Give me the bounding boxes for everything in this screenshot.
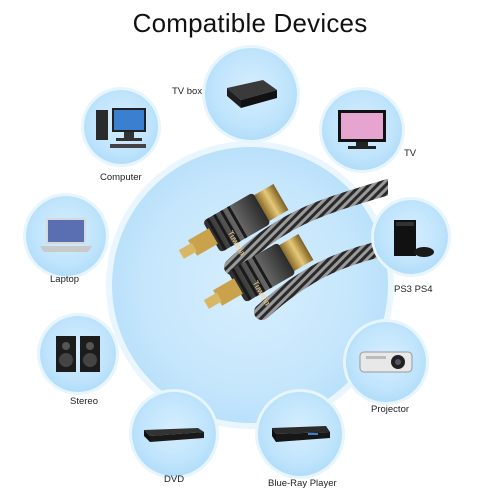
speakers-icon bbox=[56, 336, 100, 372]
device-label: Projector bbox=[371, 404, 410, 415]
device-bubble-computer bbox=[84, 90, 158, 164]
tv-box-icon bbox=[227, 80, 277, 108]
dvd-player-icon bbox=[144, 428, 204, 442]
device-label: Laptop bbox=[50, 274, 80, 285]
laptop-icon bbox=[40, 218, 92, 252]
device-label: PS3 PS4 bbox=[394, 284, 433, 295]
tv-icon bbox=[338, 110, 386, 149]
device-label: Blue-Ray Player bbox=[268, 478, 337, 489]
device-label: Stereo bbox=[70, 396, 98, 407]
device-bubble-bluray bbox=[258, 392, 342, 476]
device-bubble-projector bbox=[346, 322, 426, 402]
device-label: DVD bbox=[164, 474, 185, 485]
page-title: Compatible Devices bbox=[132, 8, 368, 38]
center-cable-bubble: Tuwejia Tuwejia bbox=[112, 147, 388, 423]
device-label: TV bbox=[404, 148, 417, 159]
projector-icon bbox=[359, 351, 413, 373]
device-bubble-dvd bbox=[132, 392, 216, 476]
device-bubble-laptop bbox=[26, 196, 106, 276]
device-bubble-tv-box bbox=[205, 48, 297, 140]
device-bubble-speakers bbox=[40, 316, 116, 392]
game-console-icon bbox=[394, 220, 434, 257]
computer-icon bbox=[96, 108, 146, 148]
bluray-player-icon bbox=[272, 426, 330, 442]
optical-cable-icon: Tuwejia Tuwejia bbox=[178, 179, 388, 320]
device-label: Computer bbox=[100, 172, 142, 183]
device-bubble-tv bbox=[322, 90, 402, 170]
device-bubble-game-console bbox=[374, 200, 448, 274]
device-label: TV box bbox=[172, 86, 203, 97]
